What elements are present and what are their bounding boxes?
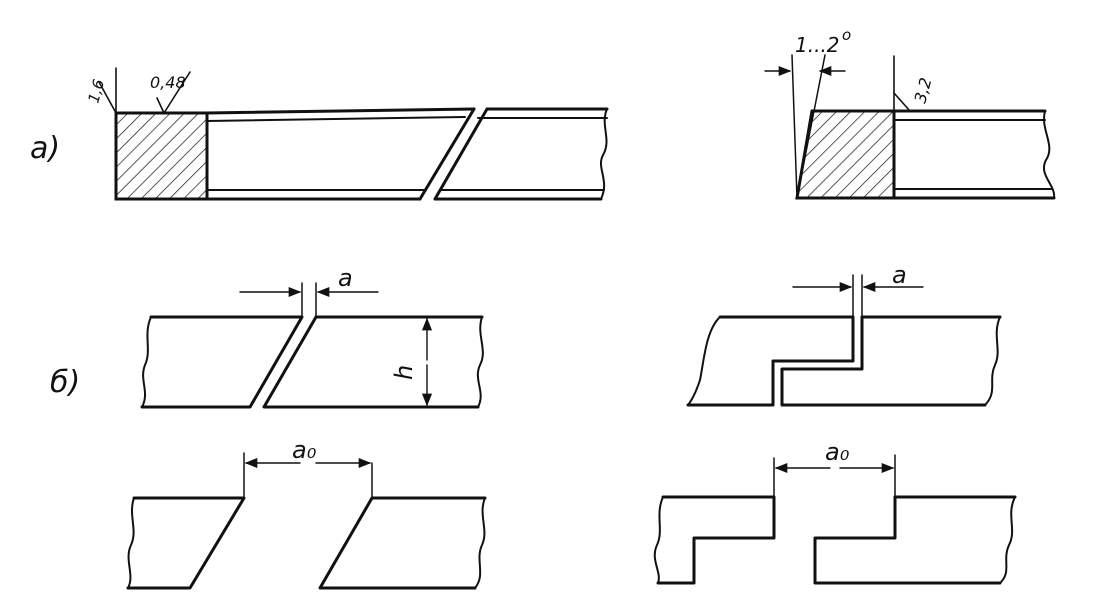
svg-text:0,48: 0,48 — [150, 73, 186, 92]
roughness-mark-1: 1,6 — [84, 67, 117, 114]
ring-lock-cut-2 — [433, 107, 489, 201]
gap-a0-dimension-right: a₀ — [825, 438, 850, 466]
open-step-right-part — [813, 495, 1002, 585]
open-diag-right-part — [318, 496, 477, 590]
gap-a-dimension-right: a — [892, 261, 907, 289]
ring-section-left — [114, 107, 609, 201]
break-line-a-left — [600, 108, 608, 200]
ring-section-right: 1...2 o 3,2 — [764, 26, 1056, 200]
svg-text:1,6: 1,6 — [84, 77, 108, 105]
height-dimension: h — [390, 365, 418, 380]
ring-top-edge — [205, 107, 476, 115]
view-b-label: б) — [50, 365, 80, 400]
gap-a-dimension-left: a — [338, 264, 353, 292]
angle-degree: o — [842, 26, 851, 44]
ring-cross-section-hatched — [114, 111, 209, 201]
open-step-left-part — [656, 495, 776, 585]
step-lock-right-part — [780, 315, 987, 407]
diagonal-lock-open: a₀ — [126, 436, 487, 590]
angle-ref-line — [791, 54, 798, 199]
roughness-mark-2: 0,48 — [150, 71, 191, 114]
roughness-mark-3: 3,2 — [911, 76, 936, 106]
gap-a0-dimension-left: a₀ — [292, 436, 317, 464]
ring-lock-cut-1 — [418, 107, 476, 201]
angle-incline-line — [796, 54, 826, 199]
step-lock-left-part — [686, 315, 855, 407]
stepped-lock-open: a₀ — [653, 438, 1017, 585]
stepped-lock-closed: a — [686, 261, 1002, 407]
break-line-a-right — [1043, 110, 1056, 199]
ring-inner-top-line — [206, 116, 466, 122]
diagonal-lock-closed: a h — [140, 264, 484, 409]
diag-lock-right-part — [262, 315, 480, 409]
view-a-label: а) — [30, 131, 60, 166]
diag-lock-left-part — [140, 315, 304, 409]
angle-value: 1...2 — [795, 33, 840, 57]
open-diag-left-part — [126, 496, 246, 590]
